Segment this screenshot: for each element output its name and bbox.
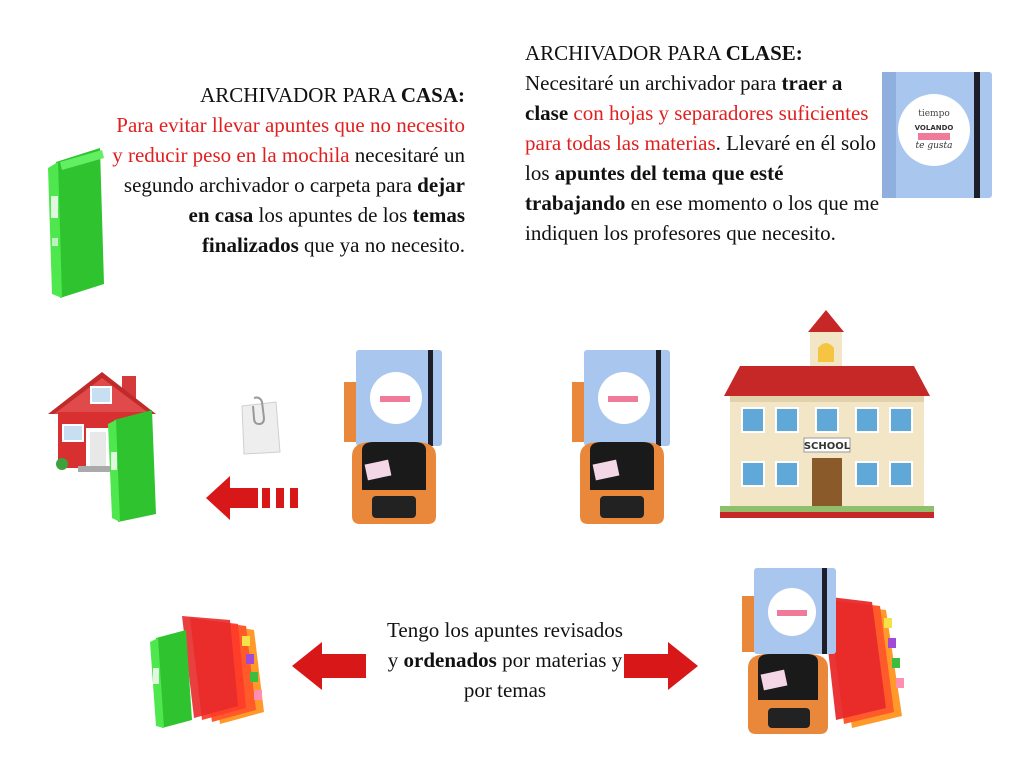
casa-bold-1: dejar en casa	[188, 173, 465, 227]
school-sign: SCHOOL	[804, 441, 851, 452]
binder-cover-text: tiempo	[918, 109, 950, 119]
paper-sheet-icon	[241, 396, 281, 455]
clase-bold-1: traer a clase	[525, 71, 843, 125]
center-bold-1: ordenados	[403, 648, 497, 672]
center-text-2: por materias y por temas	[463, 648, 623, 702]
arrow-right-icon	[624, 642, 698, 690]
blue-binder-icon: tiempo VOLANDO te gusta	[882, 72, 992, 198]
center-text-1: Tengo los apuntes revisados y	[387, 618, 623, 672]
casa-description: ARCHIVADOR PARA CASA: Para evitar llevar…	[110, 80, 465, 260]
clase-text-1: Necesitaré un archivador para	[525, 71, 782, 95]
casa-text-2: los apuntes de los	[253, 203, 413, 227]
binder-cover-text-2: VOLANDO	[915, 124, 954, 132]
center-description: Tengo los apuntes revisados y ordenados …	[385, 615, 625, 705]
clase-heading-bold: CLASE:	[725, 41, 803, 65]
casa-heading-bold: CASA:	[400, 83, 465, 107]
arrow-left-icon	[292, 642, 366, 690]
green-binder-icon	[48, 148, 104, 298]
casa-bold-2: temas finalizados	[201, 203, 465, 257]
backpack-binder-icon-2	[572, 350, 670, 524]
arrow-left-small-icon	[206, 476, 298, 520]
clase-description: ARCHIVADOR PARA CLASE: Necesitaré un arc…	[525, 38, 885, 248]
clase-red-text: con hojas y separadores suficientes para…	[525, 101, 869, 155]
school-icon: SCHOOL	[720, 310, 934, 518]
clase-text-3: en ese momento o los que me indiquen los…	[525, 191, 880, 245]
casa-heading-prefix: ARCHIVADOR PARA	[200, 83, 401, 107]
backpack-separators-icon	[742, 568, 904, 734]
casa-red-text: Para evitar llevar apuntes que no necesi…	[112, 113, 465, 167]
house-icon	[48, 372, 156, 522]
clase-bold-2: apuntes del tema que esté trabajando	[525, 161, 784, 215]
casa-text-3: que ya no necesito.	[298, 233, 465, 257]
clase-text-2: . Llevaré en él solo los	[525, 131, 877, 185]
binder-separators-icon	[150, 616, 264, 728]
backpack-binder-icon	[344, 350, 442, 524]
binder-cover-text-3: te gusta	[916, 141, 953, 151]
casa-text-1: necesitaré un segundo archivador o carpe…	[123, 143, 465, 197]
clase-heading-prefix: ARCHIVADOR PARA	[525, 41, 726, 65]
